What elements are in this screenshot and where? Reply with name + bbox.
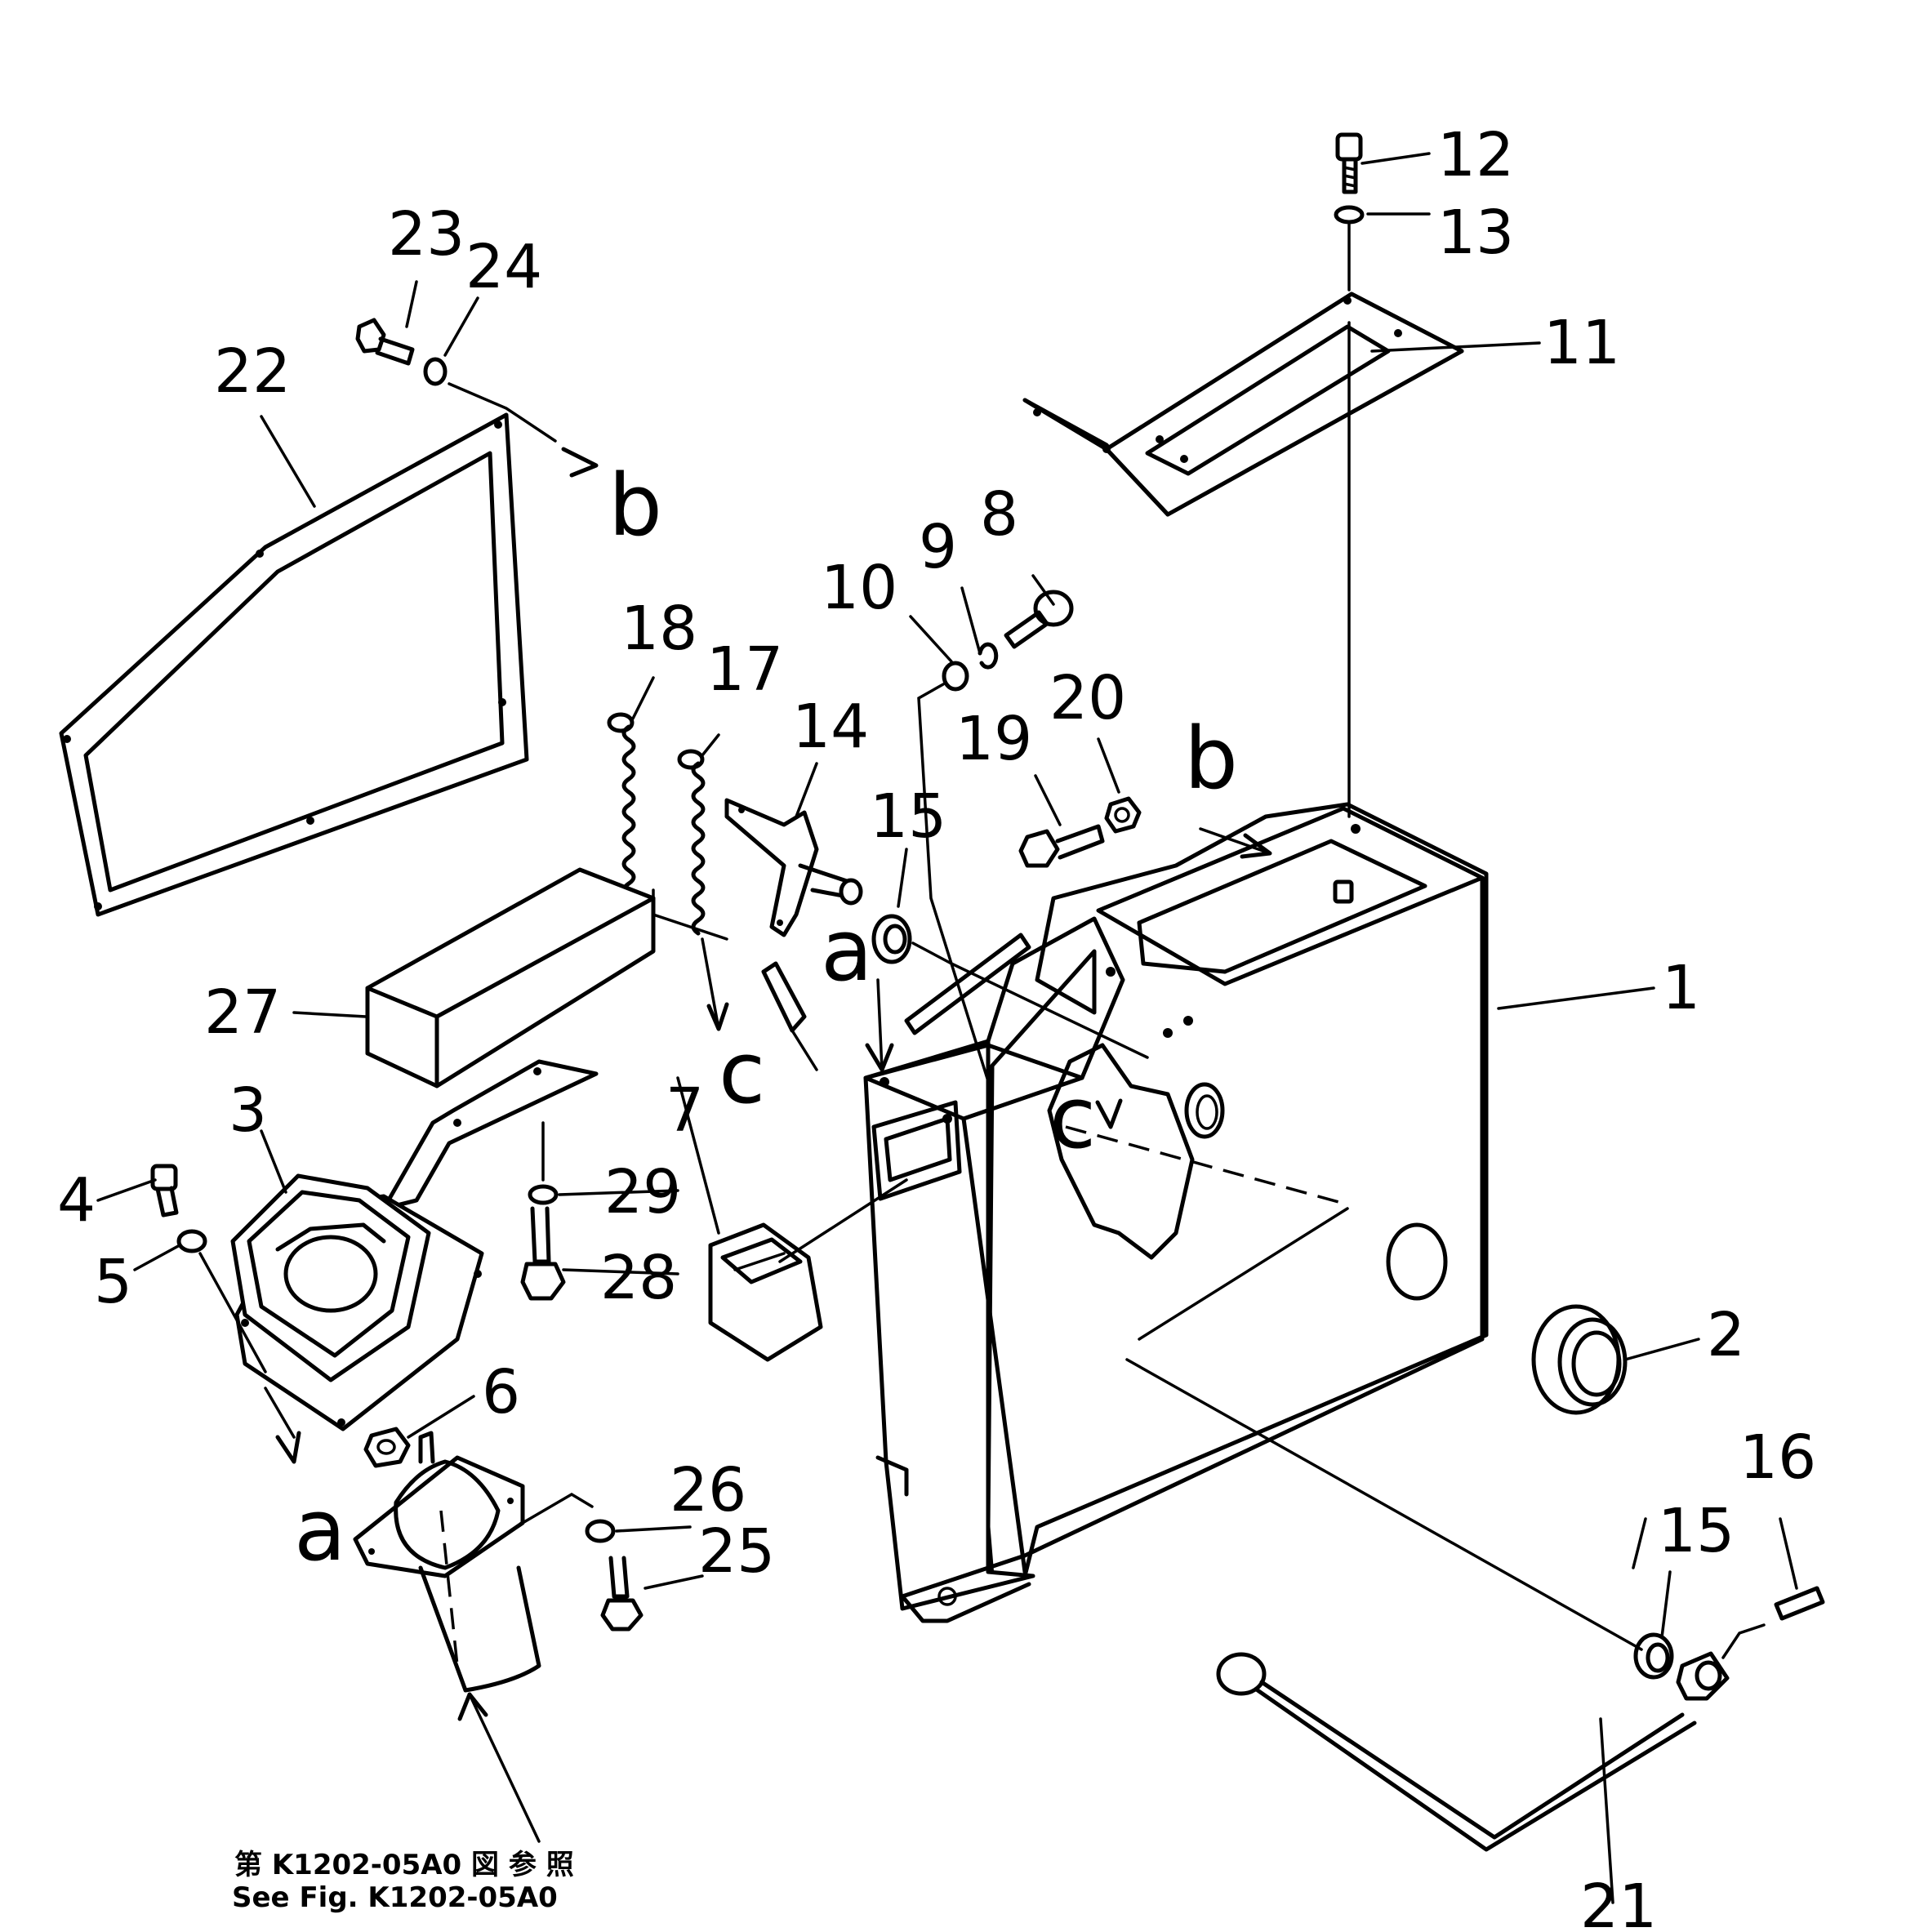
callout-23: 23 — [388, 199, 465, 269]
part-6-nut — [363, 1427, 411, 1468]
part-12-bolt — [1335, 132, 1363, 194]
part-5-washer — [176, 1229, 207, 1253]
callout-14: 14 — [792, 692, 869, 762]
part-22-frame-panel — [59, 412, 529, 917]
callout-15-lower: 15 — [1658, 1496, 1735, 1566]
note-english: See Fig. K1202-05A0 — [232, 1881, 558, 1914]
callout-8: 8 — [980, 479, 1018, 550]
callout-26: 26 — [670, 1455, 746, 1525]
callout-13: 13 — [1437, 198, 1514, 268]
callout-22: 22 — [214, 336, 291, 407]
callout-10: 10 — [821, 553, 897, 623]
callout-3: 3 — [229, 1075, 267, 1146]
part-3-boot-plate — [230, 1059, 599, 1431]
ref-b-console: b — [1184, 709, 1238, 808]
callout-24: 24 — [465, 232, 542, 302]
callout-5: 5 — [94, 1247, 132, 1317]
part-13-washer — [1334, 205, 1365, 225]
reference-arrows — [457, 827, 1272, 1721]
callout-25: 25 — [698, 1516, 775, 1587]
part-26-washer — [585, 1519, 616, 1543]
callout-12: 12 — [1437, 120, 1514, 190]
part-19-bolt — [1018, 824, 1105, 868]
callout-1: 1 — [1662, 953, 1700, 1023]
lever-valve-unit — [353, 1431, 541, 1693]
callout-15-upper: 15 — [870, 781, 946, 852]
part-14-bracket — [724, 798, 863, 937]
latch-piece — [761, 961, 818, 1071]
part-17-spring — [677, 749, 706, 936]
ref-c-cutaway: c — [1049, 1068, 1096, 1168]
part-15-bushing-upper — [871, 914, 912, 964]
callout-7: 7 — [666, 1075, 704, 1146]
part-4-bolt — [150, 1164, 179, 1218]
callout-27: 27 — [204, 977, 281, 1048]
part-2-seal-ring — [1531, 1304, 1628, 1415]
callout-11: 11 — [1543, 308, 1620, 378]
part-29-washer — [528, 1184, 559, 1205]
part-11-cover-plate — [1022, 292, 1464, 517]
callout-21: 21 — [1580, 1872, 1657, 1932]
callout-labels: 1 2 3 4 5 6 7 8 9 10 11 12 13 14 15 15 1… — [57, 120, 1816, 1932]
part-7-switch — [708, 1222, 823, 1362]
part-21-lever-knob — [1216, 1651, 1730, 1852]
part-9-lock-washer — [978, 642, 999, 670]
leader-lines — [96, 152, 1798, 1904]
bushing-center — [1184, 1082, 1225, 1139]
part-8-bolt — [1004, 590, 1074, 649]
callout-19: 19 — [955, 704, 1032, 774]
ref-a-valve: a — [294, 1480, 346, 1580]
ref-a-tower: a — [821, 901, 873, 1000]
part-28-bolt — [520, 1206, 566, 1301]
part-23-bolt — [355, 318, 415, 366]
part-24-washer — [423, 357, 448, 386]
callout-4: 4 — [57, 1165, 96, 1235]
reference-note: 第 K1202-05A0 図 参 照 See Fig. K1202-05A0 — [232, 1849, 574, 1914]
ref-b-frame: b — [608, 456, 662, 555]
callout-20: 20 — [1049, 663, 1126, 733]
part-16-pin — [1774, 1586, 1825, 1621]
callout-18: 18 — [621, 594, 697, 664]
part-1-console-housing — [863, 802, 1489, 1623]
callout-29: 29 — [604, 1157, 681, 1227]
note-japanese: 第 K1202-05A0 図 参 照 — [234, 1849, 574, 1881]
callout-9: 9 — [919, 512, 957, 582]
ref-c-springs: c — [719, 1023, 765, 1123]
callout-6: 6 — [482, 1357, 520, 1427]
callout-17: 17 — [706, 634, 783, 705]
part-27-block — [365, 867, 656, 1088]
part-25-bolt — [600, 1556, 644, 1632]
callout-16: 16 — [1739, 1422, 1816, 1493]
part-20-nut — [1104, 796, 1142, 834]
part-10-washer — [942, 661, 969, 692]
part-15-bushing-lower — [1633, 1632, 1674, 1680]
reference-letters: a a b b c c — [294, 456, 1238, 1580]
callout-28: 28 — [600, 1243, 677, 1313]
callout-2: 2 — [1707, 1300, 1745, 1370]
